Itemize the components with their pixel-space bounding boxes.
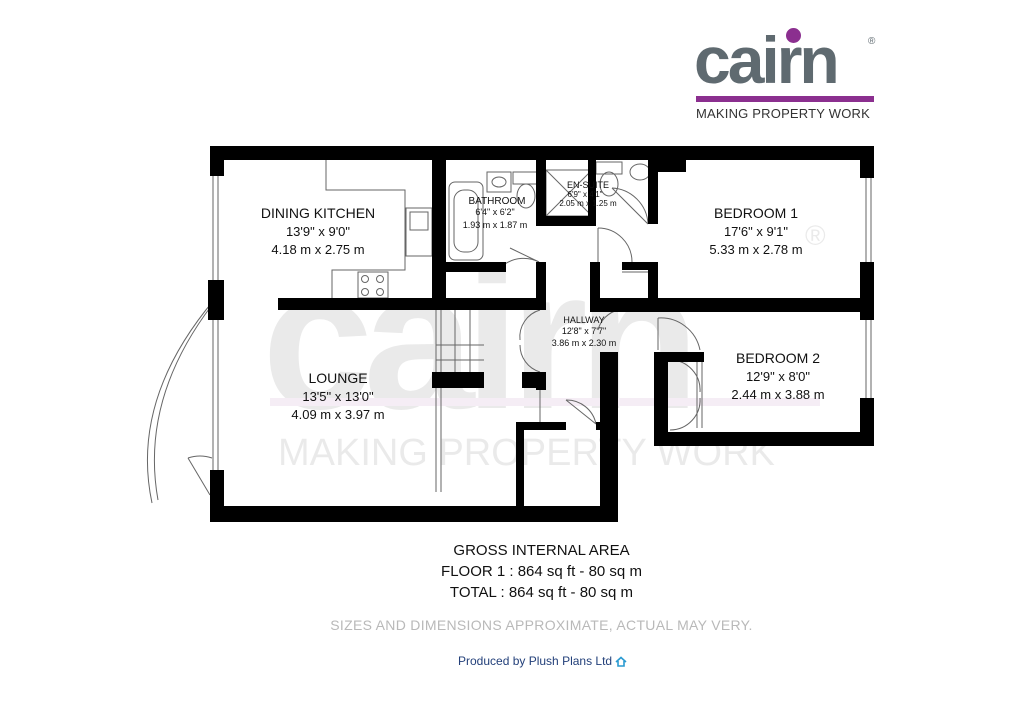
produced-by-text: Produced by Plush Plans Ltd [458, 654, 613, 668]
house-icon [615, 656, 627, 667]
bedroom-2-name: BEDROOM 2 [736, 350, 820, 366]
logo-registered-mark: ® [868, 36, 876, 47]
room-dining-kitchen: DINING KITCHEN 13'9" x 9'0" 4.18 m x 2.7… [261, 205, 375, 257]
dining-kitchen-metric: 4.18 m x 2.75 m [271, 242, 364, 257]
lounge-imperial: 13'5" x 13'0" [302, 389, 374, 404]
bedroom-1-name: BEDROOM 1 [714, 205, 798, 221]
area-total: TOTAL : 864 sq ft - 80 sq m [449, 584, 634, 601]
en-suite-metric: 2.05 m x 1.25 m [559, 199, 617, 208]
hallway-imperial: 12'8" x 7'7" [562, 326, 606, 336]
logo-dot [786, 28, 801, 43]
room-bathroom: BATHROOM 6'4" x 6'2" 1.93 m x 1.87 m [463, 196, 528, 230]
room-lounge: LOUNGE 13'5" x 13'0" 4.09 m x 3.97 m [291, 370, 384, 422]
cairn-logo: cairn ® MAKING PROPERTY WORK [690, 22, 880, 122]
room-en-suite: EN-SUITE 6'9" x 4'1" 2.05 m x 1.25 m [559, 180, 617, 208]
area-title: GROSS INTERNAL AREA [453, 542, 630, 559]
room-bedroom-1: BEDROOM 1 17'6" x 9'1" 5.33 m x 2.78 m [709, 205, 802, 257]
bedroom-2-metric: 2.44 m x 3.88 m [731, 387, 824, 402]
hallway-metric: 3.86 m x 2.30 m [552, 338, 617, 348]
watermark-bar [270, 398, 820, 406]
bathroom-metric: 1.93 m x 1.87 m [463, 220, 528, 230]
lounge-metric: 4.09 m x 3.97 m [291, 407, 384, 422]
logo-tagline: MAKING PROPERTY WORK [696, 106, 870, 121]
en-suite-name: EN-SUITE [567, 180, 609, 190]
walls [208, 146, 874, 522]
dining-kitchen-imperial: 13'9" x 9'0" [286, 224, 350, 239]
room-hallway: HALLWAY 12'8" x 7'7" 3.86 m x 2.30 m [552, 315, 617, 348]
gross-internal-area: GROSS INTERNAL AREA FLOOR 1 : 864 sq ft … [0, 540, 1024, 603]
hallway-name: HALLWAY [563, 315, 604, 325]
room-bedroom-2: BEDROOM 2 12'9" x 8'0" 2.44 m x 3.88 m [731, 350, 824, 402]
disclaimer: SIZES AND DIMENSIONS APPROXIMATE, ACTUAL… [330, 617, 753, 633]
en-suite-imperial: 6'9" x 4'1" [568, 190, 603, 199]
watermark-registered: ® [805, 220, 826, 251]
area-floor: FLOOR 1 : 864 sq ft - 80 sq m [441, 563, 642, 580]
lounge-name: LOUNGE [308, 370, 367, 386]
logo-bar [696, 96, 874, 102]
bedroom-2-imperial: 12'9" x 8'0" [746, 369, 810, 384]
produced-by: Produced by Plush Plans Ltd [458, 654, 627, 668]
bedroom-1-metric: 5.33 m x 2.78 m [709, 242, 802, 257]
bathroom-name: BATHROOM [468, 196, 525, 207]
dining-kitchen-name: DINING KITCHEN [261, 205, 375, 221]
logo-wordmark: cairn [694, 23, 840, 97]
interior-lines [146, 160, 872, 504]
bathroom-imperial: 6'4" x 6'2" [475, 207, 514, 217]
bedroom-1-imperial: 17'6" x 9'1" [724, 224, 788, 239]
